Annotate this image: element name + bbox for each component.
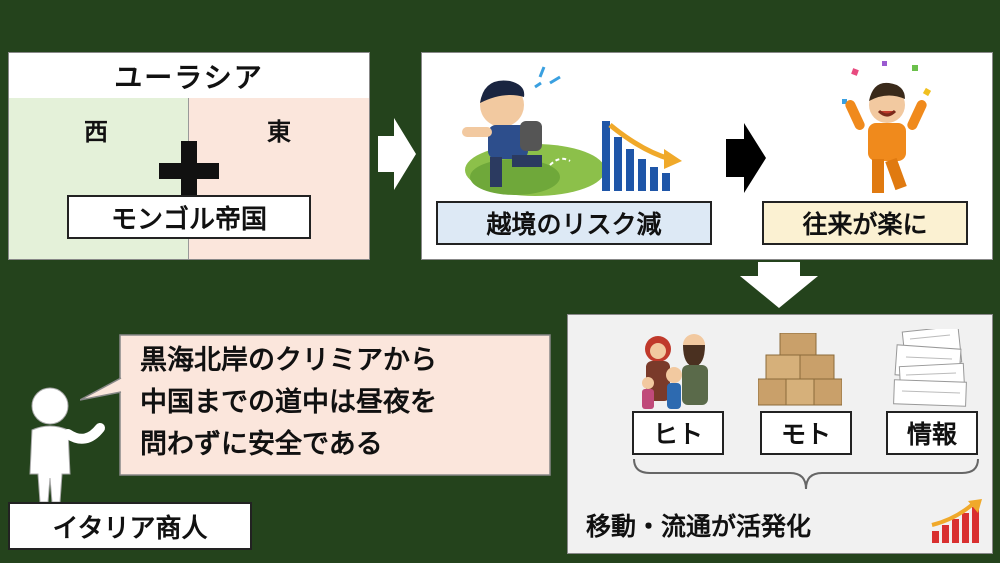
right-arrow-icon: [378, 118, 416, 190]
black-right-arrow-icon: [726, 123, 766, 193]
speech-text: 黒海北岸のクリミアから 中国までの道中は昼夜を 問わずに安全である: [140, 340, 550, 470]
eurasia-title-area: ユーラシア: [9, 53, 369, 98]
result-text: 移動・流通が活発化: [586, 512, 812, 541]
easy-travel-label: 往来が楽に: [762, 201, 968, 245]
growth-chart-icon: [931, 499, 982, 543]
speech-bubble: [80, 334, 551, 476]
speech-line-2: 中国までの道中は昼夜を: [140, 387, 437, 418]
eurasia-title: ユーラシア: [114, 60, 264, 94]
mongol-empire-label: モンゴル帝国: [67, 195, 311, 239]
running-person-icon: [462, 66, 605, 196]
risk-reduced-label: 越境のリスク減: [436, 201, 712, 245]
east-label: 東: [267, 118, 291, 146]
info-label: 情報: [886, 411, 978, 455]
happy-person-icon: [842, 61, 932, 193]
middle-panel: 越境のリスク減 往来が楽に: [421, 52, 993, 260]
eurasia-panel: ユーラシア 西 東 モンゴル帝国: [8, 52, 370, 260]
decreasing-chart-icon: [602, 121, 682, 191]
goods-label: モト: [760, 411, 852, 455]
down-arrow-icon: [740, 262, 818, 308]
family-icon: [642, 334, 708, 409]
plus-icon: [159, 141, 219, 201]
boxes-icon: [758, 333, 842, 406]
result-text-area: 移動・流通が活発化: [586, 505, 926, 545]
speech-line-1: 黒海北岸のクリミアから: [140, 345, 437, 376]
result-panel: ヒト モト 情報 移動・流通が活発化: [567, 314, 993, 554]
grouping-bracket: [633, 458, 979, 490]
merchant-figure-icon: [29, 387, 105, 503]
speech-line-3: 問わずに安全である: [140, 429, 383, 460]
merchant-label: イタリア商人: [8, 502, 252, 550]
papers-icon: [893, 329, 967, 407]
people-label: ヒト: [632, 411, 724, 455]
west-label: 西: [84, 118, 108, 146]
